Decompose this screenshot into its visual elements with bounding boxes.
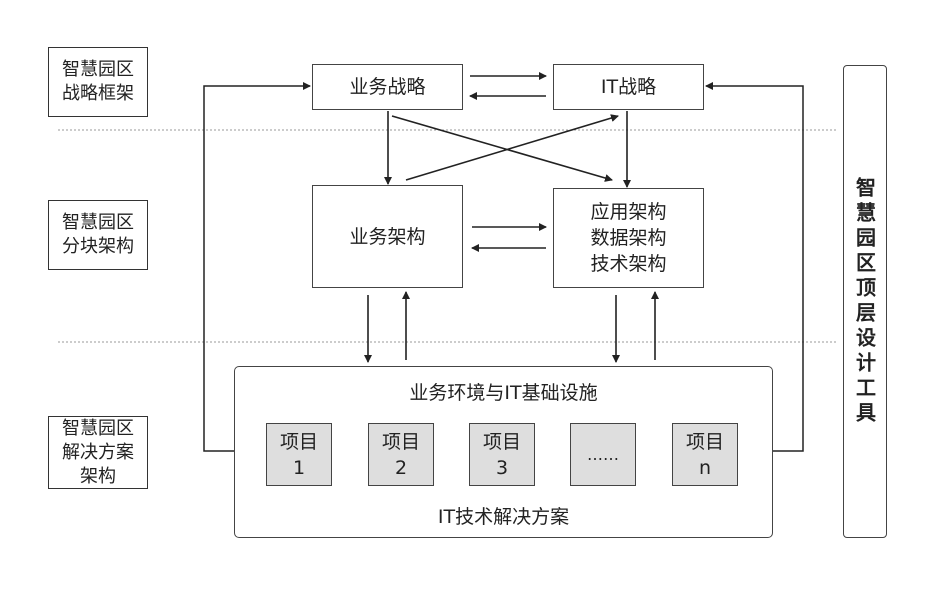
feedback-left-loop <box>203 82 311 452</box>
layer-label-solution: 智慧园区 解决方案 架构 <box>48 416 148 489</box>
tech-architecture-box: 应用架构 数据架构 技术架构 <box>553 188 704 288</box>
project-2: 项目 2 <box>368 423 434 486</box>
arrow-diagonal-to-tech-architecture <box>391 115 613 182</box>
feedback-right-loop <box>705 82 804 452</box>
layer-label-architecture: 智慧园区 分块架构 <box>48 200 148 270</box>
infrastructure-title: 业务环境与IT基础设施 <box>409 382 598 404</box>
project-ellipsis: …… <box>570 423 636 486</box>
layer-label-strategy: 智慧园区 战略框架 <box>48 47 148 117</box>
project-3: 项目 3 <box>469 423 535 486</box>
arrow-diagonal-to-it-strategy <box>405 114 619 181</box>
business-architecture-box: 业务架构 <box>312 185 463 288</box>
it-strategy-box: IT战略 <box>553 64 704 110</box>
business-strategy-box: 业务战略 <box>312 64 463 110</box>
solution-footer: IT技术解决方案 <box>437 506 570 528</box>
side-tool-label: 智慧园区顶层设计工具 <box>843 65 887 538</box>
project-1: 项目 1 <box>266 423 332 486</box>
project-n: 项目 n <box>672 423 738 486</box>
